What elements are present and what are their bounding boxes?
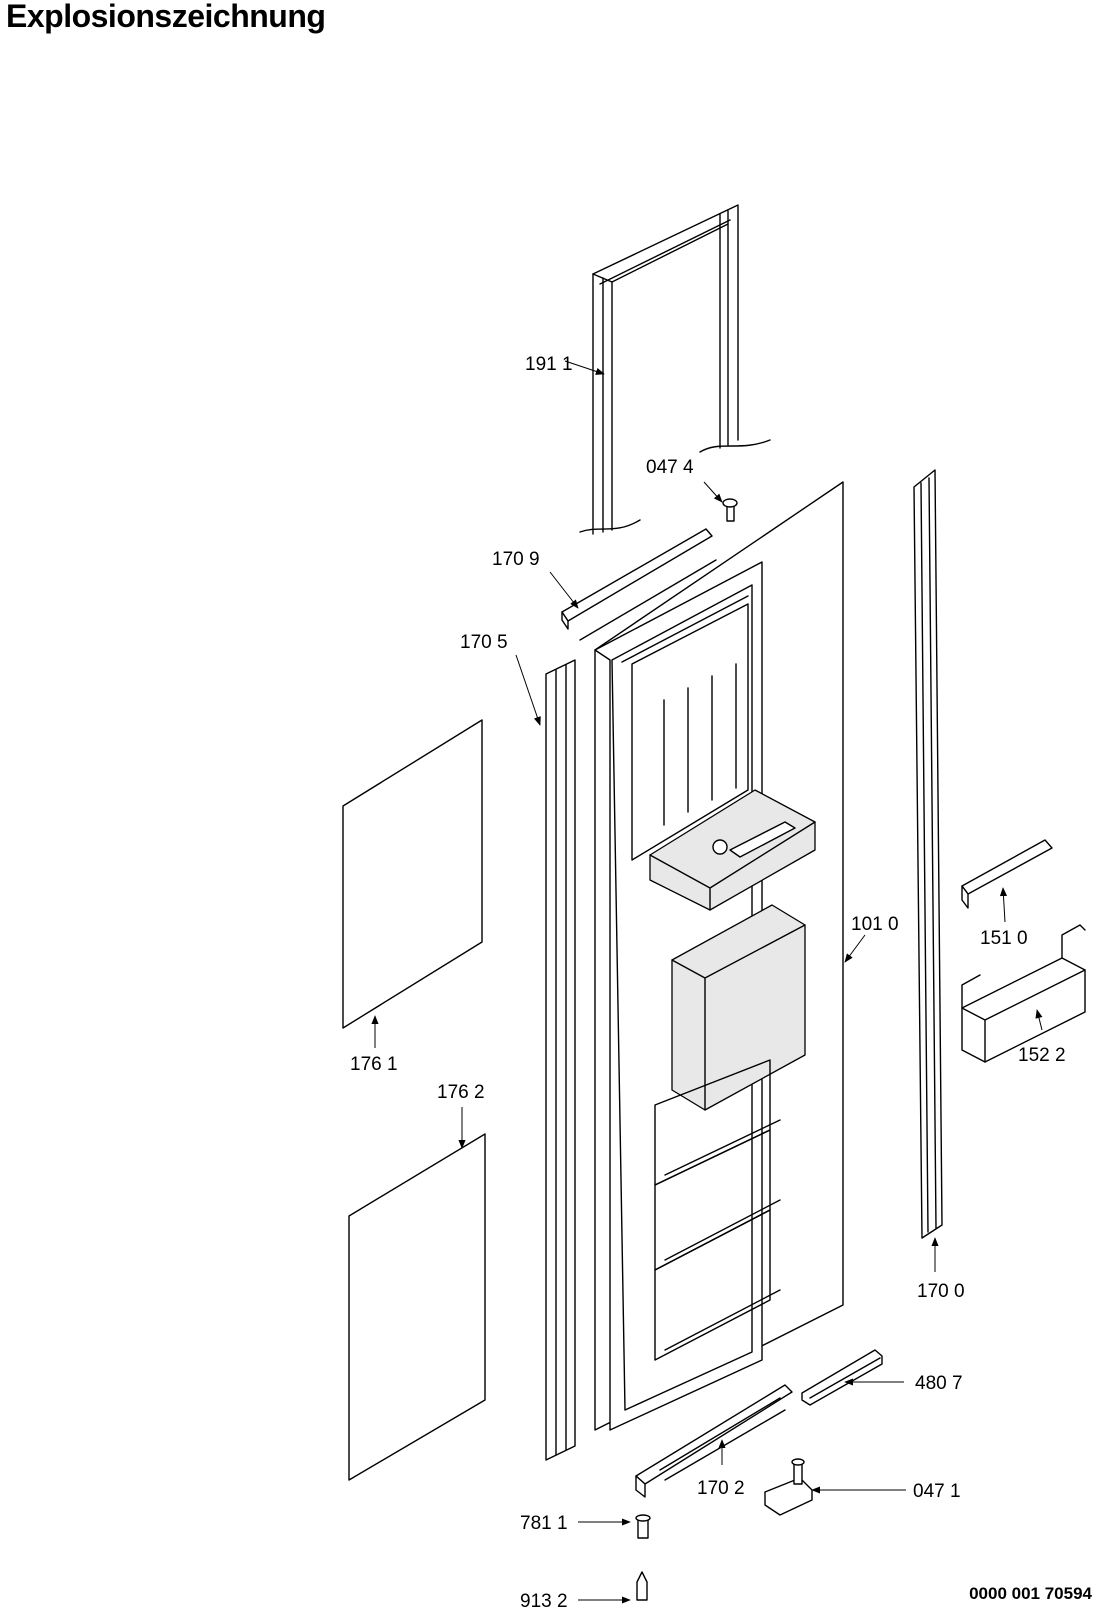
top-cap-strip xyxy=(561,528,717,641)
label-480-7: 480 7 xyxy=(915,1373,963,1394)
document-number: 0000 001 70594 xyxy=(969,1584,1092,1603)
label-047-1: 047 1 xyxy=(913,1481,961,1502)
label-191-1: 191 1 xyxy=(525,354,573,375)
shelf-rail xyxy=(961,839,1053,909)
label-101-0: 101 0 xyxy=(851,914,899,935)
left-side-trim xyxy=(545,659,576,1461)
door-bin xyxy=(961,924,1086,1063)
label-176-2: 176 2 xyxy=(437,1082,485,1103)
leader-lines xyxy=(371,360,1043,1604)
top-screw xyxy=(722,498,738,522)
label-781-1: 781 1 xyxy=(520,1513,568,1534)
label-170-2: 170 2 xyxy=(697,1478,745,1499)
label-913-2: 913 2 xyxy=(520,1591,568,1610)
bottom-screw xyxy=(636,1571,648,1601)
label-170-9: 170 9 xyxy=(492,549,540,570)
label-170-5: 170 5 xyxy=(460,632,508,653)
label-170-0: 170 0 xyxy=(917,1281,965,1302)
bottom-trim xyxy=(635,1384,793,1498)
lower-decor-panel xyxy=(348,1133,486,1481)
label-151-0: 151 0 xyxy=(980,928,1028,949)
label-176-1: 176 1 xyxy=(350,1054,398,1075)
small-bracket xyxy=(801,1349,883,1406)
page-title: Explosionszeichnung xyxy=(6,0,326,34)
door-gasket xyxy=(579,204,771,535)
pin xyxy=(635,1514,651,1539)
upper-decor-panel xyxy=(342,719,483,1029)
label-047-4: 047 4 xyxy=(646,457,694,478)
label-152-2: 152 2 xyxy=(1018,1045,1066,1066)
hinge xyxy=(764,1458,813,1516)
right-side-trim xyxy=(913,469,943,1239)
door-liner xyxy=(594,561,816,1431)
